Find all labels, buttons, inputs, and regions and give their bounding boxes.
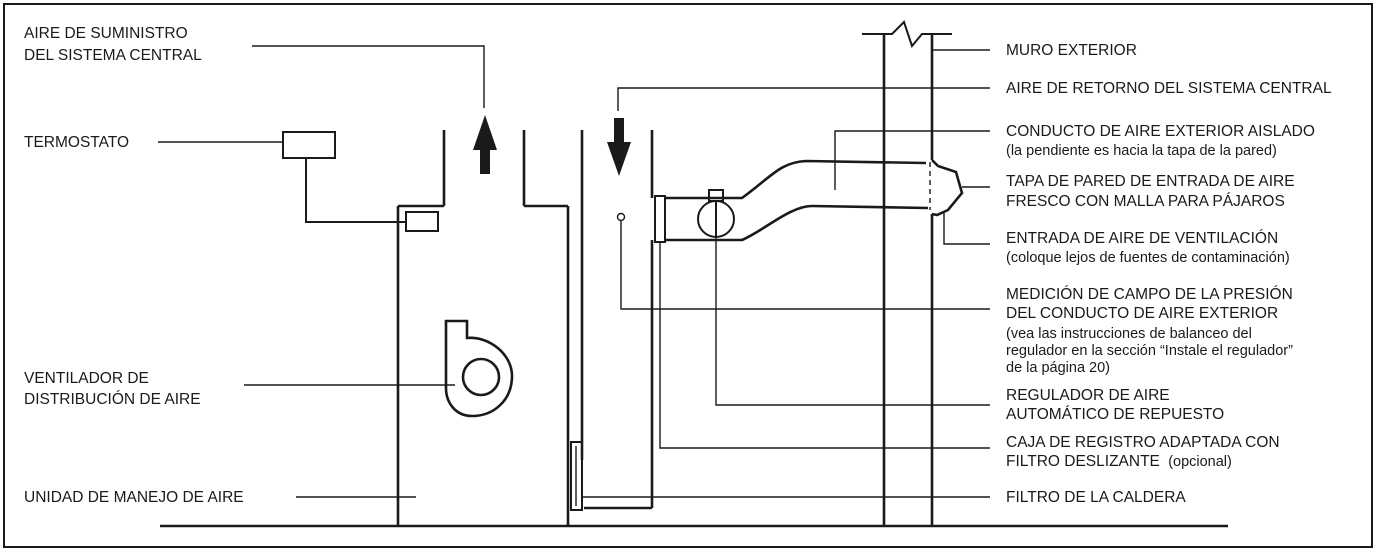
damper-label: REGULADOR DE AIRE AUTOMÁTICO DE REPUESTO — [1006, 387, 1224, 423]
return-duct — [580, 130, 654, 510]
return-air-label: AIRE DE RETORNO DEL SISTEMA CENTRAL — [1006, 80, 1332, 97]
filter-box-collar — [654, 195, 666, 243]
exterior-wall-label: MURO EXTERIOR — [1006, 42, 1137, 59]
furnace-filter — [570, 441, 583, 511]
air-handler-label: UNIDAD DE MANEJO DE AIRE — [24, 489, 244, 506]
insulated-duct-note: (la pendiente es hacia la tapa de la par… — [1006, 143, 1277, 159]
diagram-border — [3, 3, 1373, 548]
air-handler-unit — [396, 204, 570, 526]
outdoor-air-duct — [665, 159, 929, 242]
thermostat-wire — [305, 158, 406, 223]
wall-cap-icon — [931, 159, 964, 217]
pressure-note: (vea las instrucciones de balanceo del r… — [1006, 326, 1297, 376]
vent-inlet-label: ENTRADA DE AIRE DE VENTILACIÓN — [1006, 230, 1278, 247]
filter-box-note: (opcional) — [1168, 454, 1232, 470]
wall-cap-label: TAPA DE PARED DE ENTRADA DE AIRE FRESCO … — [1006, 173, 1299, 210]
leader-lines-left — [158, 45, 485, 498]
control-box — [405, 211, 439, 232]
supply-air-label: AIRE DE SUMINISTRO DEL SISTEMA CENTRAL — [24, 25, 202, 64]
return-arrow-icon — [607, 118, 631, 176]
insulated-duct-label: CONDUCTO DE AIRE EXTERIOR AISLADO — [1006, 123, 1315, 140]
supply-plenum — [442, 130, 526, 206]
thermostat-label: TERMOSTATO — [24, 134, 129, 151]
supply-arrow-icon — [473, 115, 497, 174]
leader-lines-right — [582, 49, 990, 498]
pressure-label: MEDICIÓN DE CAMPO DE LA PRESIÓN DEL COND… — [1006, 286, 1297, 322]
vent-inlet-note: (coloque lejos de fuentes de contaminaci… — [1006, 250, 1290, 266]
blower-label: VENTILADOR DE DISTRIBUCIÓN DE AIRE — [24, 370, 201, 408]
thermostat-icon — [282, 131, 336, 159]
filter-box-label: CAJA DE REGISTRO ADAPTADA CON FILTRO DES… — [1006, 434, 1284, 470]
furnace-filter-label: FILTRO DE LA CALDERA — [1006, 489, 1186, 506]
blower-icon — [444, 319, 514, 418]
pressure-test-point — [616, 212, 626, 222]
wall-break-mark — [862, 20, 952, 49]
exterior-wall — [862, 20, 952, 526]
